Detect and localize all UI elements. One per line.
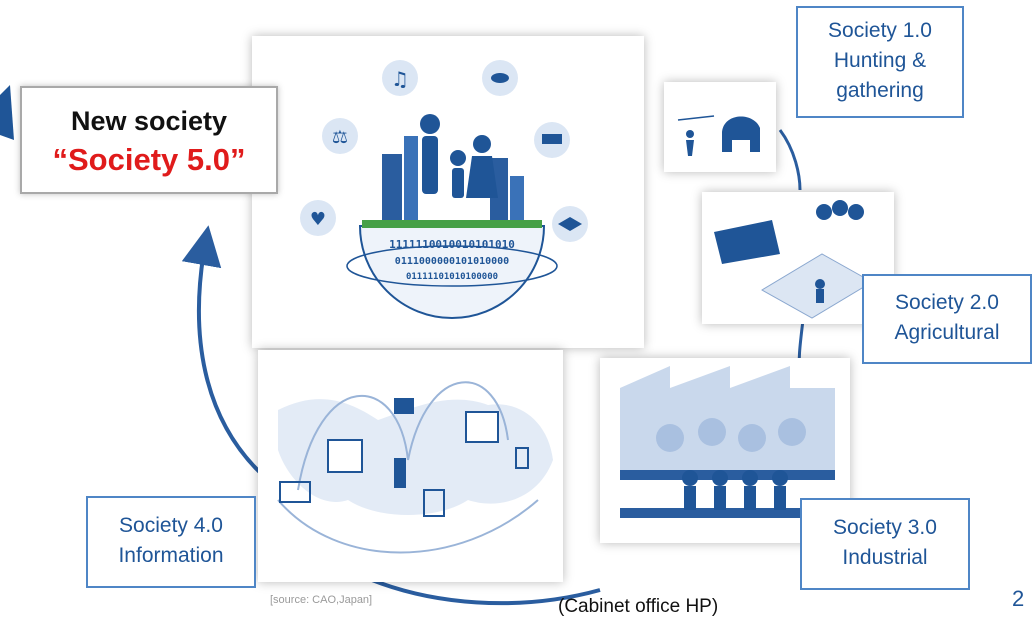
binary-line-2: 0111000000101010000 — [395, 256, 509, 267]
society2-callout: Society 2.0 Agricultural — [862, 274, 1032, 364]
left-edge-arrow — [0, 85, 14, 140]
society5-illustration: ♫ ⚖ ♥ 1111110010010101010 01110000001010… — [300, 60, 588, 319]
new-society-label: New society — [70, 106, 228, 136]
source-caption: (Cabinet office HP) — [558, 596, 719, 617]
society5-label: “Society 5.0” — [52, 142, 246, 177]
society1-panel — [664, 82, 776, 172]
society5-callout: New society “Society 5.0” — [20, 86, 278, 194]
society4-title: Society 4.0 — [119, 514, 223, 537]
society1-title: Society 1.0 — [828, 19, 932, 42]
society4-callout: Society 4.0 Information — [86, 496, 256, 588]
arrow-4-to-5 — [181, 225, 270, 482]
arrow-1-to-2 — [778, 129, 802, 191]
society4-illustration — [277, 381, 553, 554]
binary-line-1: 1111110010010101010 — [389, 238, 515, 251]
society4-panel: [source: CAO,Japan] — [258, 350, 563, 606]
society2-illustration — [714, 200, 873, 319]
society1-illustration — [677, 115, 760, 156]
society3-panel — [600, 358, 850, 543]
society3-callout: Society 3.0 Industrial — [800, 498, 970, 590]
society3-illustration — [620, 366, 835, 518]
society5-panel: ♫ ⚖ ♥ 1111110010010101010 01110000001010… — [252, 36, 644, 348]
society1-line2: Hunting & — [833, 49, 927, 72]
society2-line2: Agricultural — [894, 321, 1000, 344]
source-small: [source: CAO,Japan] — [270, 594, 373, 606]
society3-title: Society 3.0 — [833, 516, 937, 539]
svg-text:♫: ♫ — [391, 67, 409, 91]
page-number: 2 — [1012, 586, 1025, 611]
society3-line2: Industrial — [842, 546, 928, 569]
society2-title: Society 2.0 — [895, 291, 999, 314]
svg-text:⚖: ⚖ — [332, 127, 348, 148]
binary-line-3: 01111101010100000 — [406, 272, 498, 282]
society1-callout: Society 1.0 Hunting & gathering — [796, 6, 964, 118]
arrow-3-to-4 — [359, 573, 601, 606]
society1-line3: gathering — [836, 79, 924, 102]
svg-text:♥: ♥ — [310, 209, 326, 230]
society4-line2: Information — [118, 544, 224, 567]
